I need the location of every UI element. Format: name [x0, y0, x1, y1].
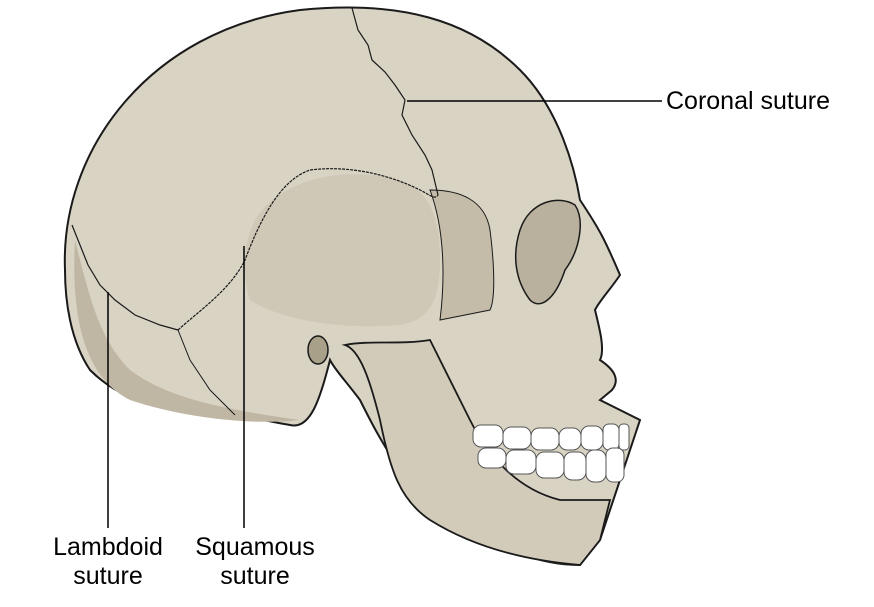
lambdoid-line1: Lambdoid [53, 533, 163, 561]
mandible [341, 339, 612, 566]
eye-orbit [514, 199, 581, 305]
lambdoid-line2: suture [73, 562, 143, 590]
teeth [472, 423, 630, 483]
squamous-suture-label: Squamous suture [170, 533, 340, 591]
lambdoid-suture-label: Lambdoid suture [20, 533, 196, 591]
squamous-line2: suture [220, 562, 290, 590]
parietomastoid-line [177, 329, 236, 416]
temporal-fossa [244, 174, 440, 327]
squamous-suture-line [177, 168, 439, 331]
coronal-suture-text: Coronal suture [666, 87, 830, 115]
coronal-suture-line [351, 7, 439, 196]
squamous-line1: Squamous [195, 533, 315, 561]
ear-canal [307, 335, 329, 365]
sphenoid-region [429, 189, 495, 321]
coronal-suture-label: Coronal suture [666, 87, 830, 116]
occipital-shadow [74, 240, 300, 422]
